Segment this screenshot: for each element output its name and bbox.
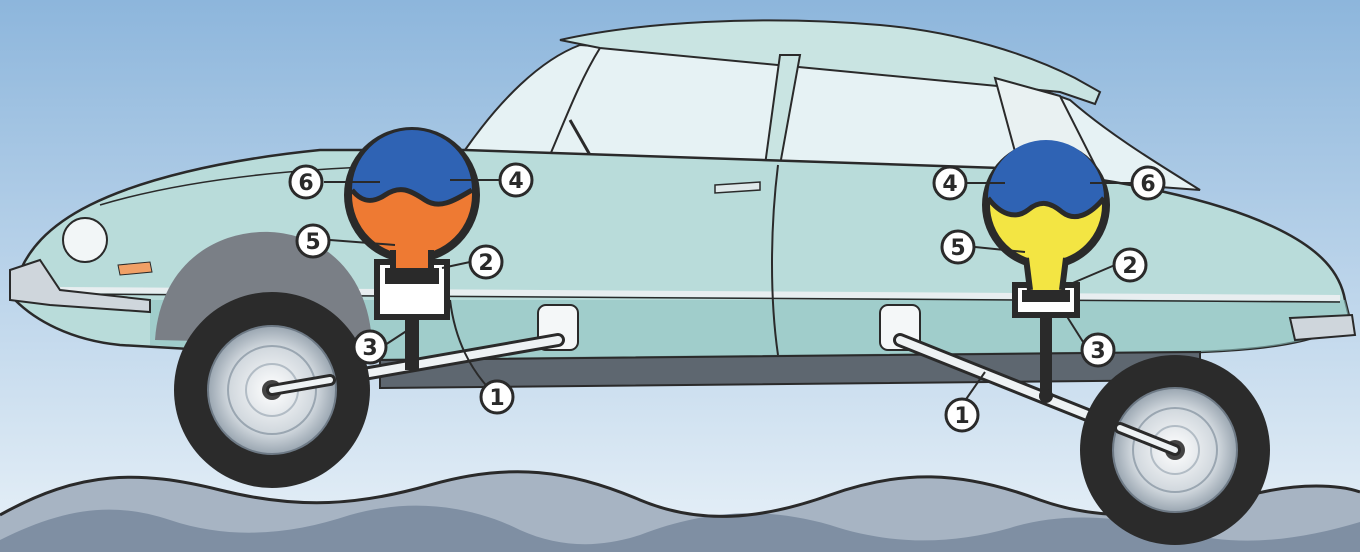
front-callout-4: 4 (500, 164, 532, 196)
rear-callout-6: 6 (1132, 167, 1164, 199)
rear-callout-label: 6 (1140, 172, 1155, 197)
rear-callout-label: 3 (1090, 339, 1105, 364)
front-neck (393, 250, 431, 268)
rear-callout-label: 1 (954, 404, 969, 429)
rear-callout-label: 4 (942, 172, 957, 197)
front-callout-label: 6 (298, 171, 313, 196)
front-callout-6: 6 (290, 166, 322, 198)
front-piston (385, 268, 439, 284)
front-callout-label: 1 (489, 386, 504, 411)
front-callout-label: 4 (508, 169, 523, 194)
rear-callout-1: 1 (946, 399, 978, 431)
front-callout-1: 1 (481, 381, 513, 413)
front-callout-label: 2 (478, 251, 493, 276)
rear-callout-5: 5 (942, 231, 974, 263)
front-callout-label: 5 (305, 230, 320, 255)
rear-callout-label: 2 (1122, 254, 1137, 279)
rear-callout-3: 3 (1082, 334, 1114, 366)
rear-callout-2: 2 (1114, 249, 1146, 281)
rear-bumper (1290, 315, 1355, 340)
front-arm-joint (405, 355, 419, 369)
front-callout-3: 3 (354, 331, 386, 363)
front-callout-5: 5 (297, 225, 329, 257)
rear-callout-4: 4 (934, 167, 966, 199)
headlight (63, 218, 107, 262)
rear-piston (1022, 290, 1070, 302)
front-callout-2: 2 (470, 246, 502, 278)
rear-callout-label: 5 (950, 236, 965, 261)
rear-arm-joint (1039, 389, 1053, 403)
front-callout-label: 3 (362, 336, 377, 361)
